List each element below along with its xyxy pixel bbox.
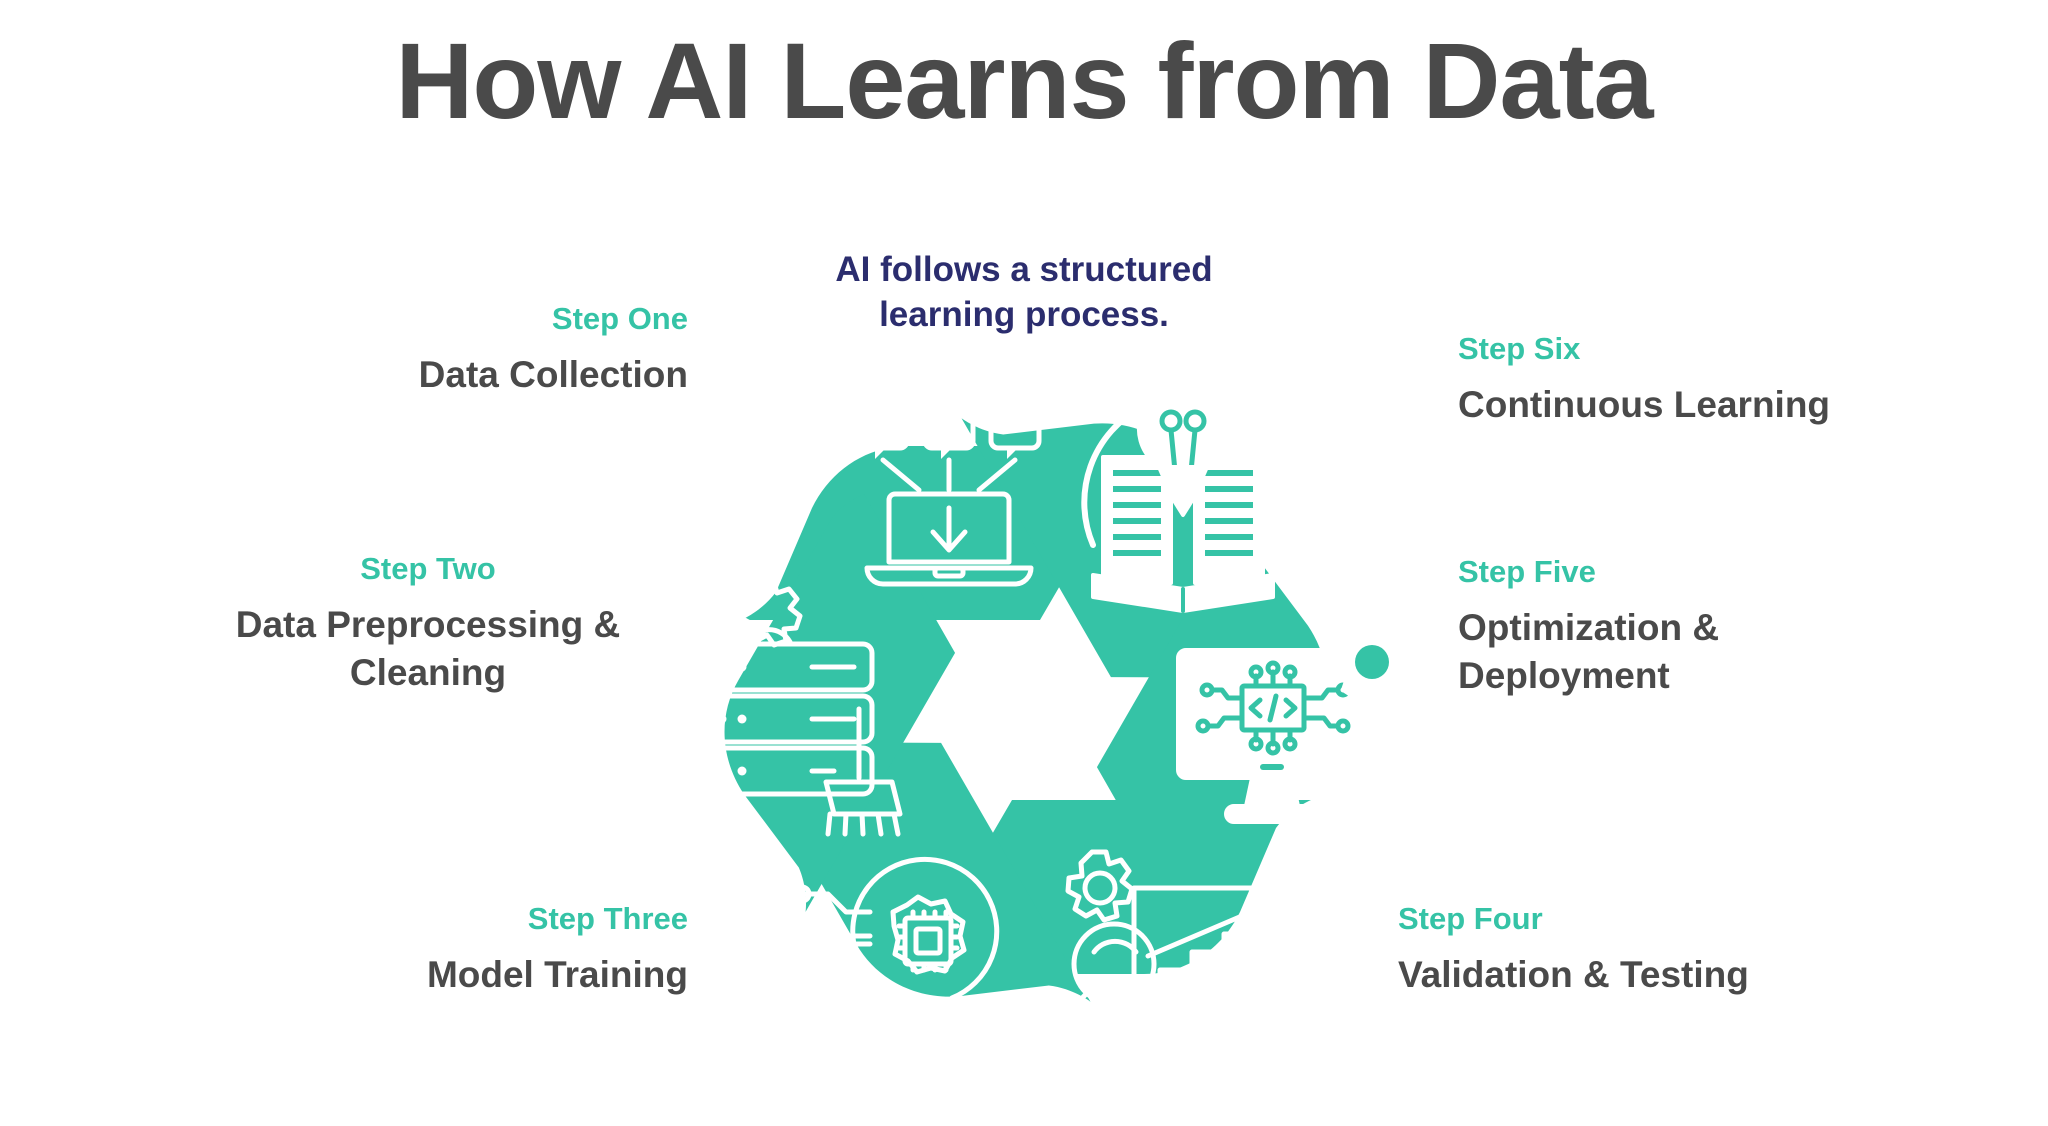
page-title: How AI Learns from Data bbox=[395, 20, 1653, 141]
book-lightbulb-refresh-icon bbox=[1081, 357, 1304, 613]
step-one-kicker: Step One bbox=[551, 301, 688, 336]
step-one-title: Data Collection bbox=[418, 354, 688, 396]
step-four-kicker: Step Four bbox=[1398, 901, 1543, 936]
documents-to-laptop-download-icon bbox=[856, 387, 1042, 587]
step-block-one: Step One Data Collection bbox=[238, 300, 688, 399]
step-two-title: Data Preprocessing & Cleaning bbox=[235, 604, 621, 693]
step-two-kicker: Step Two bbox=[360, 551, 496, 586]
step-block-five: Step Five Optimization & Deployment bbox=[1458, 553, 1888, 699]
step-three-title: Model Training bbox=[426, 954, 688, 996]
step-block-two: Step Two Data Preprocessing & Cleaning bbox=[228, 550, 628, 696]
chart-monitor-magnifier-gear-icon bbox=[1055, 849, 1295, 1080]
step-block-four: Step Four Validation & Testing bbox=[1398, 900, 1828, 999]
step-four-title: Validation & Testing bbox=[1398, 954, 1749, 996]
step-five-title: Optimization & Deployment bbox=[1458, 607, 1720, 696]
center-subtitle: AI follows a structured learning process… bbox=[835, 250, 1213, 334]
step-block-six: Step Six Continuous Learning bbox=[1458, 330, 1878, 429]
database-gear-broom-icon bbox=[679, 579, 903, 837]
cycle-diagram bbox=[616, 340, 1436, 1080]
step-three-kicker: Step Three bbox=[527, 901, 688, 936]
step-five-kicker: Step Five bbox=[1458, 554, 1596, 589]
step-block-three: Step Three Model Training bbox=[268, 900, 688, 999]
step-six-title: Continuous Learning bbox=[1458, 384, 1831, 426]
step-six-kicker: Step Six bbox=[1458, 331, 1581, 366]
monitor-code-chip-gear-icon bbox=[1176, 618, 1415, 824]
head-chip-circuit-icon bbox=[784, 856, 1000, 1055]
